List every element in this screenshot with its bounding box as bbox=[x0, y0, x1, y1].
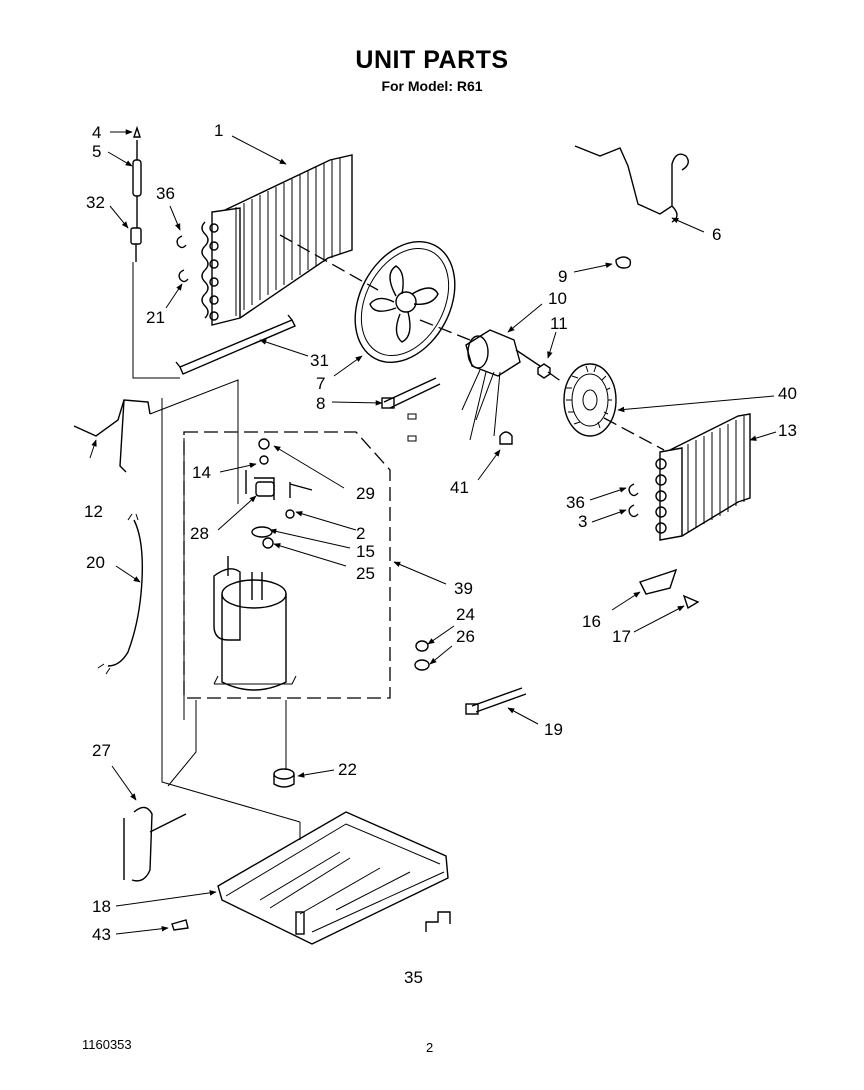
callout-13: 13 bbox=[778, 421, 797, 440]
callout-19: 19 bbox=[544, 720, 563, 739]
strap-part-19 bbox=[465, 687, 527, 715]
clip-part-36 bbox=[176, 235, 187, 249]
callout-15: 15 bbox=[356, 542, 375, 561]
blower-wheel bbox=[563, 363, 617, 437]
callout-7: 7 bbox=[316, 374, 325, 393]
callout-29: 29 bbox=[356, 484, 375, 503]
callout-12: 12 bbox=[84, 502, 103, 521]
callout-20: 20 bbox=[86, 553, 105, 572]
callout-labels: 4 5 32 36 21 1 31 7 8 6 9 10 11 40 13 41… bbox=[84, 121, 797, 987]
seal-strip bbox=[175, 314, 296, 375]
callout-39: 39 bbox=[454, 579, 473, 598]
callout-18: 18 bbox=[92, 897, 111, 916]
bracket-part-16 bbox=[639, 568, 678, 595]
leader-lines bbox=[89, 129, 777, 935]
evaporator-coil bbox=[655, 413, 751, 541]
bracket-part-17 bbox=[682, 594, 700, 610]
callout-43: 43 bbox=[92, 925, 111, 944]
callout-22: 22 bbox=[338, 760, 357, 779]
callout-9: 9 bbox=[558, 267, 567, 286]
callout-27: 27 bbox=[92, 741, 111, 760]
fan-motor bbox=[407, 329, 541, 442]
callout-10: 10 bbox=[548, 289, 567, 308]
sensor-bulb-assembly bbox=[130, 125, 180, 379]
callout-36-right: 36 bbox=[566, 493, 585, 512]
callout-41: 41 bbox=[450, 478, 469, 497]
fan-blade bbox=[354, 240, 456, 364]
screw-part-43 bbox=[171, 919, 189, 931]
callout-2: 2 bbox=[356, 524, 365, 543]
callout-17: 17 bbox=[612, 627, 631, 646]
callout-6: 6 bbox=[712, 225, 721, 244]
compressor bbox=[213, 470, 297, 691]
callout-26: 26 bbox=[456, 627, 475, 646]
callout-40: 40 bbox=[778, 384, 797, 403]
clip-part-35 bbox=[425, 911, 451, 932]
callout-5: 5 bbox=[92, 142, 101, 161]
callout-3: 3 bbox=[578, 512, 587, 531]
axis-line bbox=[279, 234, 665, 451]
document-number: 1160353 bbox=[82, 1037, 132, 1052]
callout-16: 16 bbox=[582, 612, 601, 631]
callout-32: 32 bbox=[86, 193, 105, 212]
wire-harness-part-20 bbox=[97, 513, 144, 675]
shroud-lines bbox=[149, 379, 301, 823]
clip-part-9 bbox=[615, 256, 632, 269]
base-pan bbox=[217, 811, 449, 945]
grommet-part-22 bbox=[273, 768, 295, 788]
clip-part-21 bbox=[178, 269, 189, 283]
page-number: 2 bbox=[426, 1040, 434, 1055]
callout-25: 25 bbox=[356, 564, 375, 583]
tube-part-12 bbox=[73, 399, 151, 473]
callout-36: 36 bbox=[156, 184, 175, 203]
callout-1: 1 bbox=[214, 121, 223, 140]
callout-35: 35 bbox=[404, 968, 423, 987]
page-title: UNIT PARTS bbox=[355, 46, 509, 74]
terminal-part-41 bbox=[499, 431, 513, 445]
strap-part-8 bbox=[381, 377, 441, 409]
tube-part-6 bbox=[574, 145, 689, 223]
clip-part-36-right bbox=[628, 483, 639, 497]
condenser-coil bbox=[201, 154, 353, 326]
model-subtitle: For Model: R61 bbox=[381, 78, 483, 94]
clip-part-3 bbox=[628, 504, 639, 518]
callout-4: 4 bbox=[92, 123, 101, 142]
nut-part-11 bbox=[537, 363, 551, 379]
callout-24: 24 bbox=[456, 605, 475, 624]
tube-part-27 bbox=[123, 806, 187, 882]
callout-11: 11 bbox=[550, 314, 568, 333]
callout-14: 14 bbox=[192, 463, 211, 482]
callout-31: 31 bbox=[310, 351, 329, 370]
callout-28: 28 bbox=[190, 524, 209, 543]
callout-8: 8 bbox=[316, 394, 325, 413]
callout-21: 21 bbox=[146, 308, 165, 327]
compressor-hardware bbox=[251, 438, 430, 671]
